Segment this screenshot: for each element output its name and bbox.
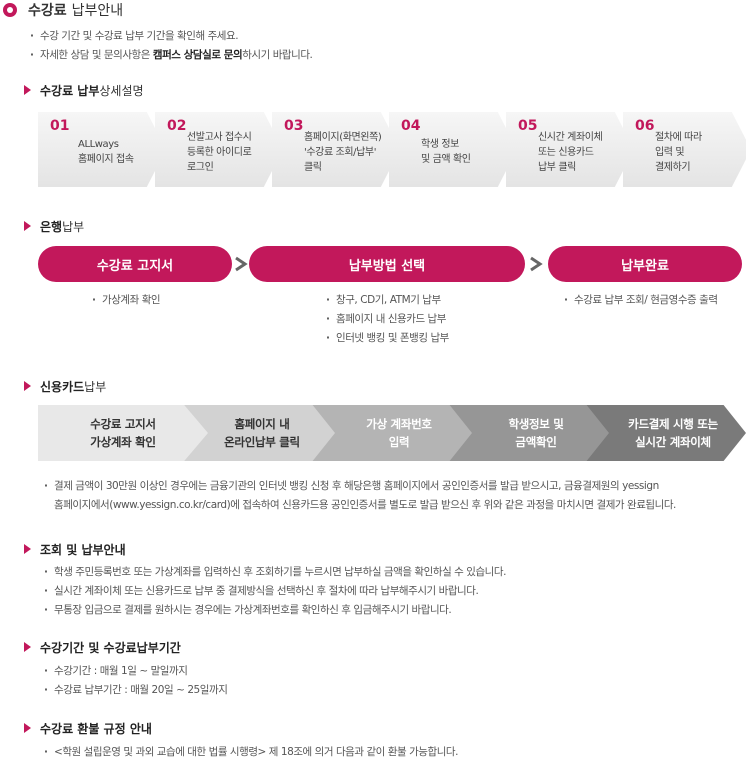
card-step: 홈페이지 내 온라인납부 클릭	[175, 405, 335, 461]
detail-step-number: 03	[284, 118, 304, 134]
bank-step-method: 납부방법 선택	[249, 246, 525, 282]
period-section-heading: 수강기간 및 수강료납부기간	[24, 639, 181, 655]
card-step: 카드결제 시행 또는 실시간 계좌이체	[586, 405, 746, 461]
list-item: 가상계좌 확인	[92, 291, 161, 310]
card-step: 학생정보 및 금액확인	[449, 405, 609, 461]
card-step-label: 홈페이지 내 온라인납부 클릭	[224, 417, 300, 449]
detail-step	[38, 112, 166, 187]
list-item: 창구, CD기, ATM기 납부	[326, 291, 449, 310]
detail-step-label: 절차에 따라 입력 및 결제하기	[655, 132, 702, 173]
list-item: 수강료 납부 조회/ 현금영수증 출력	[564, 291, 718, 310]
intro-item: 수강 기간 및 수강료 납부 기간을 확인해 주세요.	[30, 27, 312, 46]
bank-notes-notice: 가상계좌 확인	[92, 291, 161, 310]
triangle-bullet-icon	[24, 642, 31, 652]
page-title: 수강료 납부안내	[3, 2, 124, 19]
detail-step-label: 선발고사 접수시 등록한 아이디로 로그인	[187, 132, 252, 173]
list-item: 수강기간 : 매월 1일 ~ 말일까지	[44, 662, 227, 681]
refund-section-heading: 수강료 환불 규정 안내	[24, 720, 152, 736]
list-item: <학원 설립운영 및 과외 교습에 대한 법률 시행령> 제 18조에 의거 다…	[44, 743, 458, 761]
chevron-right-icon	[530, 256, 543, 272]
refund-list: <학원 설립운영 및 과외 교습에 대한 법률 시행령> 제 18조에 의거 다…	[44, 743, 458, 761]
detail-step	[272, 112, 400, 187]
detail-step-label: 신시간 계좌이체 또는 신용카드 납부 클릭	[538, 132, 603, 173]
card-step: 가상 계좌번호 입력	[312, 405, 472, 461]
detail-step-label: 홈페이지(화면왼쪽) '수강료 조회/납부' 클릭	[304, 132, 382, 173]
list-item: 수강료 납부기간 : 매월 20일 ~ 25일까지	[44, 681, 228, 700]
card-section-heading: 신용카드 납부	[24, 378, 106, 394]
bank-notes-complete: 수강료 납부 조회/ 현금영수증 출력	[564, 291, 718, 310]
detail-step-number: 01	[50, 118, 70, 134]
bank-step-complete: 납부완료	[548, 246, 742, 282]
card-steps: 수강료 고지서 가상계좌 확인 홈페이지 내 온라인납부 클릭 가상 계좌번호 입력…	[38, 405, 746, 461]
detail-step	[155, 112, 283, 187]
inquiry-list: 학생 주민등록번호 또는 가상계좌를 입력하신 후 조회하기를 누르시면 납부하…	[44, 563, 506, 620]
list-item: 학생 주민등록번호 또는 가상계좌를 입력하신 후 조회하기를 누르시면 납부하…	[44, 563, 506, 582]
triangle-bullet-icon	[24, 381, 31, 391]
list-item: 인터넷 뱅킹 및 폰뱅킹 납부	[326, 329, 449, 348]
chevron-right-icon	[235, 256, 248, 272]
triangle-bullet-icon	[24, 221, 31, 231]
bank-section-heading: 은행 납부	[24, 218, 84, 234]
detail-step	[389, 112, 517, 187]
card-step-label: 가상 계좌번호 입력	[366, 417, 432, 449]
card-note-line-2: 홈페이지에서(www.yessign.co.kr/card)에 접속하여 신용카…	[54, 499, 676, 511]
detail-step-number: 04	[401, 118, 421, 134]
card-step-label: 학생정보 및 금액확인	[508, 417, 564, 449]
card-step-label: 카드결제 시행 또는 실시간 계좌이체	[628, 417, 718, 449]
list-item: 홈페이지 내 신용카드 납부	[326, 310, 449, 329]
card-step-label: 수강료 고지서 가상계좌 확인	[90, 417, 156, 449]
detail-step-number: 02	[167, 118, 187, 134]
list-item: 무통장 입금으로 결제를 원하시는 경우에는 가상계좌번호를 확인하신 후 입금…	[44, 601, 506, 620]
intro-item: 자세한 상담 및 문의사항은 캠퍼스 상담실로 문의하시기 바랍니다.	[30, 46, 313, 65]
detail-step-number: 06	[635, 118, 655, 134]
card-step: 수강료 고지서 가상계좌 확인	[38, 405, 208, 461]
page-title-main: 수강료	[28, 3, 67, 19]
period-list: 수강기간 : 매월 1일 ~ 말일까지 수강료 납부기간 : 매월 20일 ~ …	[44, 662, 228, 700]
intro-list: 수강 기간 및 수강료 납부 기간을 확인해 주세요. 자세한 상담 및 문의사…	[30, 27, 313, 65]
triangle-bullet-icon	[24, 544, 31, 554]
detail-section-heading: 수강료 납부 상세설명	[24, 82, 144, 98]
triangle-bullet-icon	[24, 723, 31, 733]
detail-step	[506, 112, 634, 187]
detail-step-number: 05	[518, 118, 538, 134]
bank-step-notice: 수강료 고지서	[38, 246, 232, 282]
page-title-sub: 납부안내	[71, 3, 124, 19]
card-note-line-1: 결제 금액이 30만원 이상인 경우에는 금융기관의 인터넷 뱅킹 신청 후 해…	[44, 477, 659, 496]
detail-step	[623, 112, 746, 187]
ring-bullet-icon	[3, 3, 17, 17]
card-note: 결제 금액이 30만원 이상인 경우에는 금융기관의 인터넷 뱅킹 신청 후 해…	[44, 477, 659, 496]
triangle-bullet-icon	[24, 85, 31, 95]
detail-step-label: 학생 정보 및 금액 확인	[421, 139, 471, 165]
bank-notes-method: 창구, CD기, ATM기 납부 홈페이지 내 신용카드 납부 인터넷 뱅킹 및…	[326, 291, 449, 348]
list-item: 실시간 계좌이체 또는 신용카드로 납부 중 결제방식을 선택하신 후 절차에 …	[44, 582, 506, 601]
inquiry-section-heading: 조회 및 납부안내	[24, 541, 126, 557]
detail-step-label: ALLways 홈페이지 접속	[78, 139, 134, 165]
